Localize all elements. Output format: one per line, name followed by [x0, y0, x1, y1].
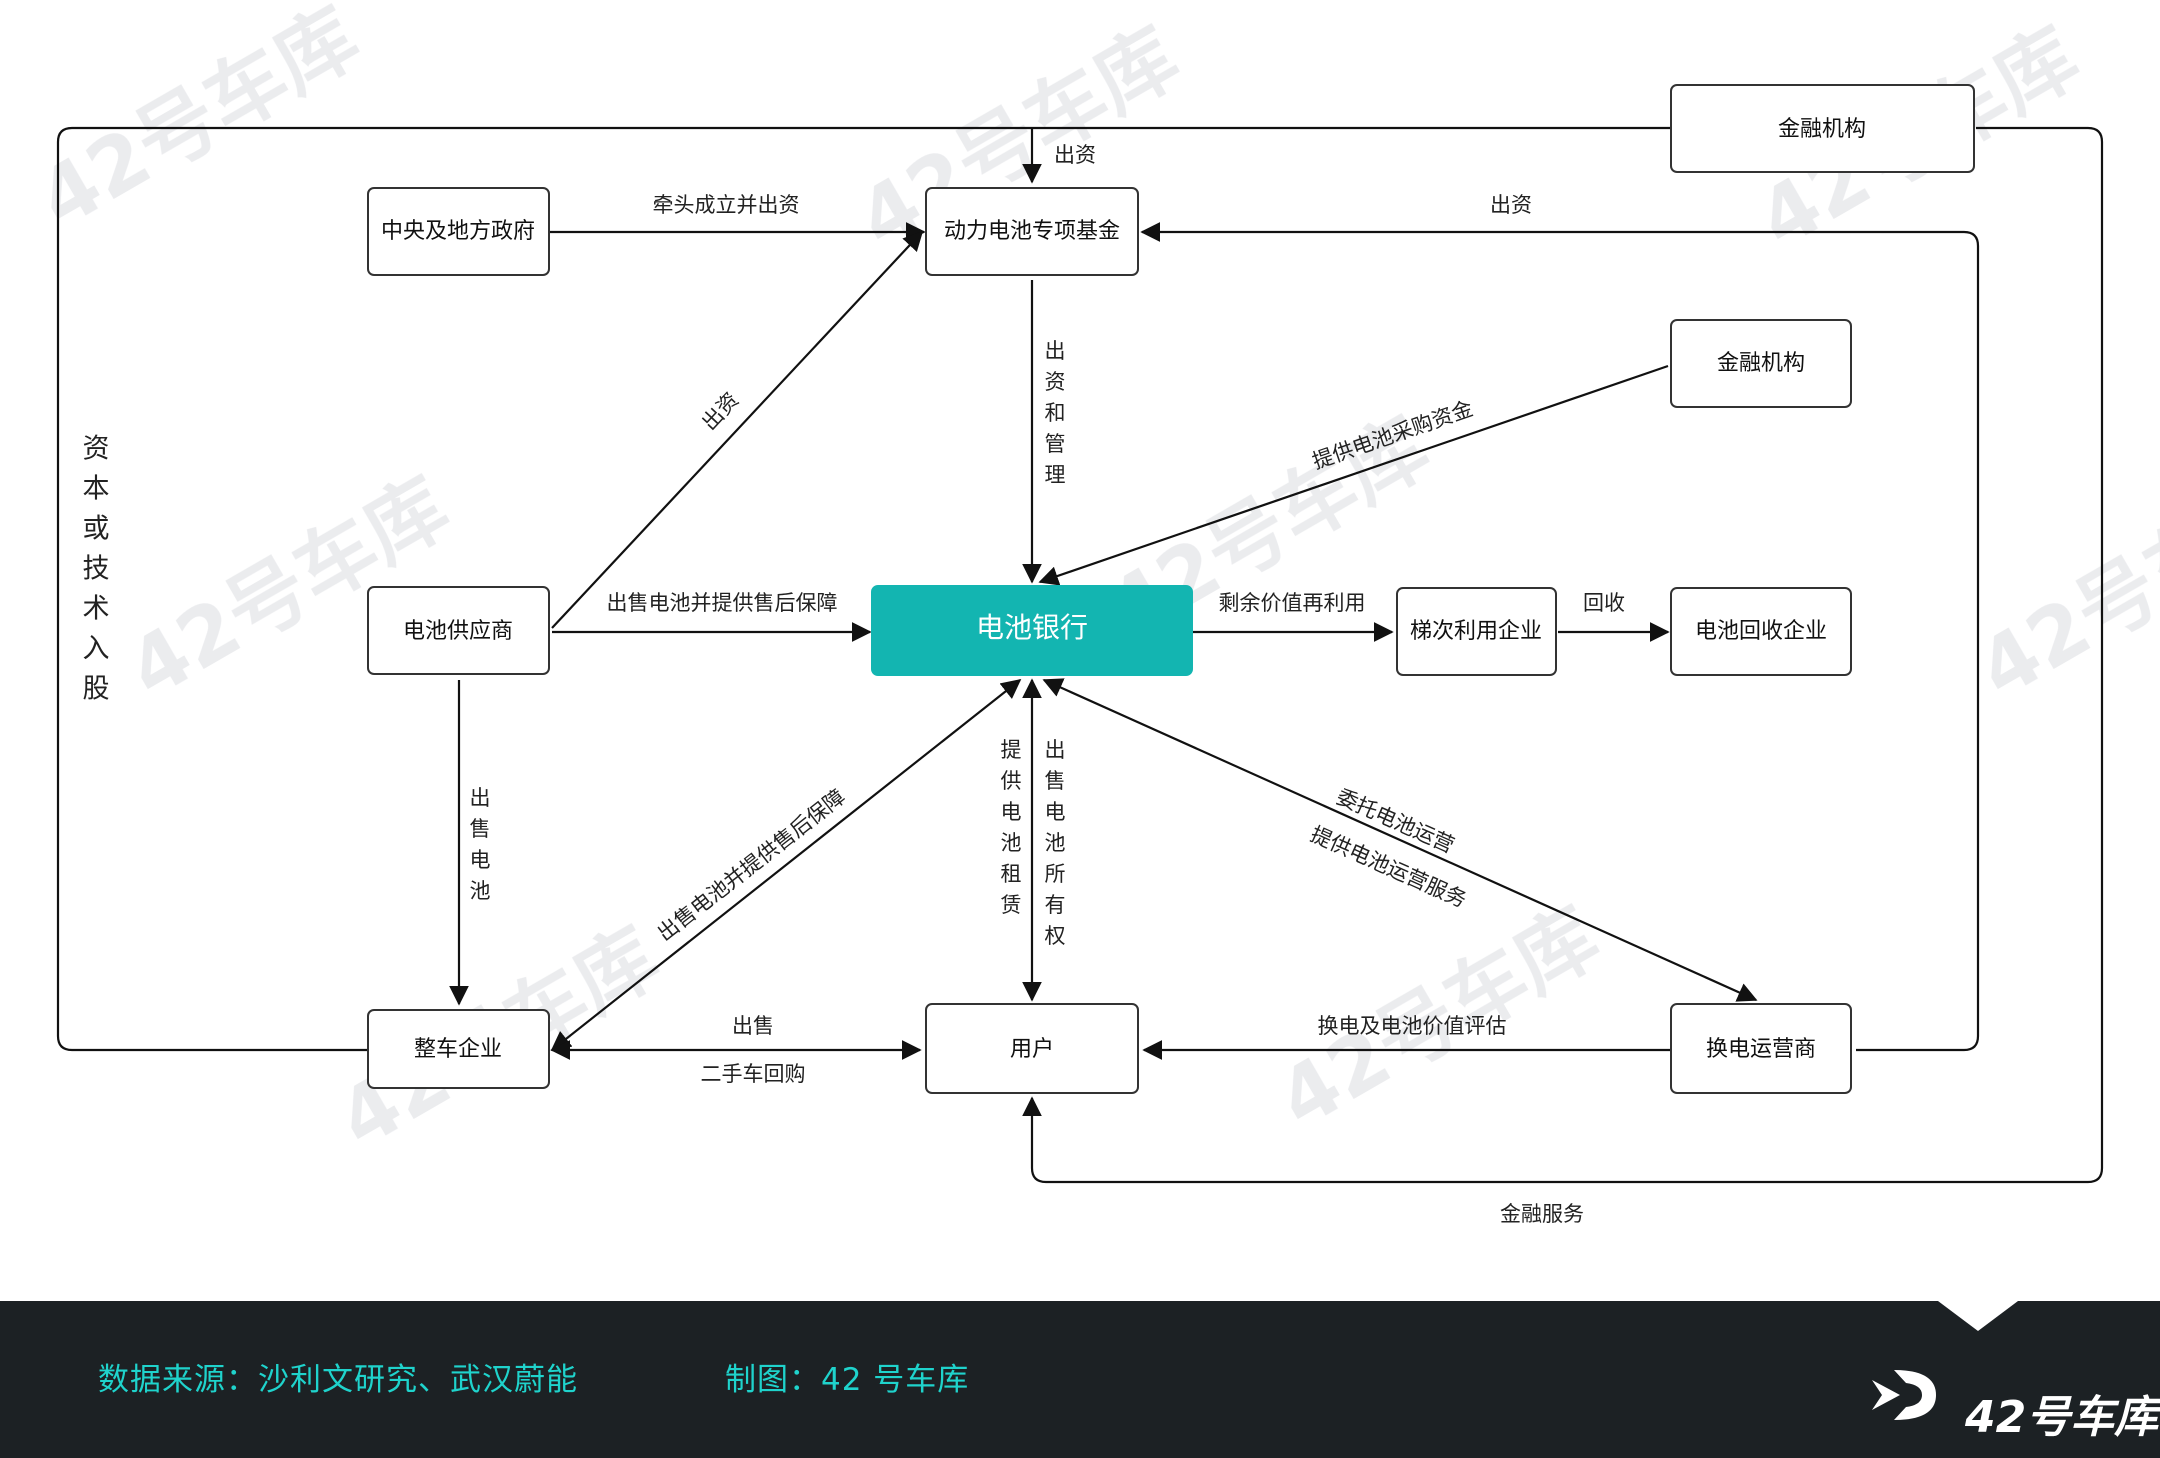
- node-label: 电池回收企业: [1695, 619, 1827, 644]
- vertical-label-char: 出: [1045, 339, 1066, 363]
- vertical-label-char: 有: [1045, 893, 1066, 917]
- footer-credit: 制图：42 号车库: [725, 1362, 970, 1398]
- vertical-label-char: 权: [1045, 924, 1066, 948]
- vertical-label-char: 售: [470, 817, 491, 841]
- finance-to-bank-arrow: [1038, 364, 1669, 586]
- edge-label-swap-to-user: 换电及电池价值评估: [1318, 1014, 1507, 1038]
- vertical-label-char: 所: [1045, 862, 1066, 886]
- finance-service-arrow: [1022, 126, 2104, 1184]
- oem-bank-arrow: [550, 678, 1022, 1052]
- edges: [56, 126, 2104, 1184]
- vertical-label-char: 或: [83, 514, 110, 545]
- edge-label-oem-to-bank: 出售电池并提供售后保障: [653, 785, 850, 946]
- capital-loop-line: [56, 126, 1670, 1052]
- node-label: 整车企业: [414, 1037, 502, 1062]
- swap-to-fund-arrow: [1140, 222, 1980, 1052]
- node-label: 换电运营商: [1706, 1037, 1816, 1062]
- edge-label-gov-to-fund: 牵头成立并出资: [653, 193, 800, 217]
- bank-swap-arrow: [1042, 678, 1758, 1002]
- edge-label-finance-service: 金融服务: [1500, 1202, 1584, 1226]
- node-supplier: 电池供应商: [367, 586, 550, 675]
- node-label: 用户: [1010, 1037, 1054, 1062]
- watermark-text: 42号车库: [23, 0, 374, 246]
- edge-label-finance-to-fund: 出资: [1054, 143, 1096, 167]
- vertical-label-char: 租: [1001, 862, 1022, 886]
- edge-label-oem-user-upper: 出售: [732, 1014, 774, 1038]
- vertical-label-char: 管: [1045, 432, 1066, 456]
- node-cascade: 梯次利用企业: [1396, 587, 1557, 676]
- footer-notch: [1938, 1301, 2018, 1331]
- node-user: 用户: [925, 1003, 1139, 1094]
- vertical-label-char: 术: [83, 594, 110, 625]
- node-label: 动力电池专项基金: [944, 219, 1120, 244]
- node-gov: 中央及地方政府: [367, 187, 550, 276]
- vertical-label-char: 理: [1045, 463, 1066, 487]
- vertical-label-char: 和: [1045, 401, 1066, 425]
- vertical-label-char: 电: [1045, 800, 1066, 824]
- footer-bar: [0, 1301, 2160, 1458]
- vertical-label-char: 资: [83, 434, 110, 465]
- flow-diagram: 42号车库 42号车库 42号车库 42号车库 42号车库 42号车库 42号车…: [23, 0, 2160, 1226]
- edge-label-bank-to-cascade: 剩余价值再利用: [1219, 591, 1366, 615]
- footer-brand: 42号车库: [1965, 1392, 2159, 1443]
- node-label: 金融机构: [1778, 117, 1866, 142]
- node-label: 梯次利用企业: [1410, 619, 1542, 644]
- vertical-label-char: 资: [1045, 370, 1066, 394]
- watermark-text: 42号车库: [1963, 460, 2160, 716]
- node-finance-top: 金融机构: [1670, 84, 1975, 173]
- node-label: 中央及地方政府: [381, 219, 535, 244]
- watermark-layer: 42号车库 42号车库 42号车库 42号车库 42号车库 42号车库 42号车…: [23, 0, 2160, 1166]
- vertical-label-char: 技: [83, 554, 110, 585]
- vertical-label-char: 池: [1045, 831, 1066, 855]
- node-bank: 电池银行: [871, 585, 1193, 676]
- vertical-label-char: 本: [83, 474, 110, 505]
- vertical-label-char: 电: [470, 848, 491, 872]
- node-label: 电池银行: [976, 611, 1088, 644]
- node-oem: 整车企业: [367, 1009, 550, 1089]
- supplier-to-fund-arrow: [551, 230, 924, 629]
- vertical-label-char: 出: [470, 786, 491, 810]
- node-swap: 换电运营商: [1670, 1003, 1852, 1094]
- vertical-label-char: 提: [1001, 738, 1022, 762]
- vertical-label-char: 出: [1045, 738, 1066, 762]
- brand-logo-icon: [1872, 1370, 1936, 1420]
- edge-label-supplier-to-fund: 出资: [697, 388, 743, 435]
- node-label: 金融机构: [1717, 351, 1805, 376]
- vertical-label-char: 售: [1045, 769, 1066, 793]
- node-label: 电池供应商: [403, 619, 513, 644]
- edge-label-supplier-to-bank: 出售电池并提供售后保障: [607, 591, 838, 615]
- vertical-label-char: 供: [1001, 769, 1022, 793]
- vertical-label-char: 股: [83, 674, 110, 705]
- edge-label-swap-to-fund: 出资: [1490, 193, 1532, 217]
- node-finance-mid: 金融机构: [1670, 319, 1852, 408]
- vertical-label-char: 池: [470, 879, 491, 903]
- footer-source: 数据来源：沙利文研究、武汉蔚能: [98, 1362, 578, 1398]
- node-recycle: 电池回收企业: [1670, 587, 1852, 676]
- vertical-label-char: 赁: [1001, 893, 1022, 917]
- edge-label-cascade-to-recycle: 回收: [1583, 591, 1625, 615]
- vertical-label-char: 池: [1001, 831, 1022, 855]
- vertical-label-char: 入: [83, 634, 110, 665]
- node-fund: 动力电池专项基金: [925, 187, 1139, 276]
- edge-label-oem-user-lower: 二手车回购: [701, 1062, 806, 1086]
- vertical-label-char: 电: [1001, 800, 1022, 824]
- edge-label-supplier-to-oem: 出售电池: [470, 786, 491, 903]
